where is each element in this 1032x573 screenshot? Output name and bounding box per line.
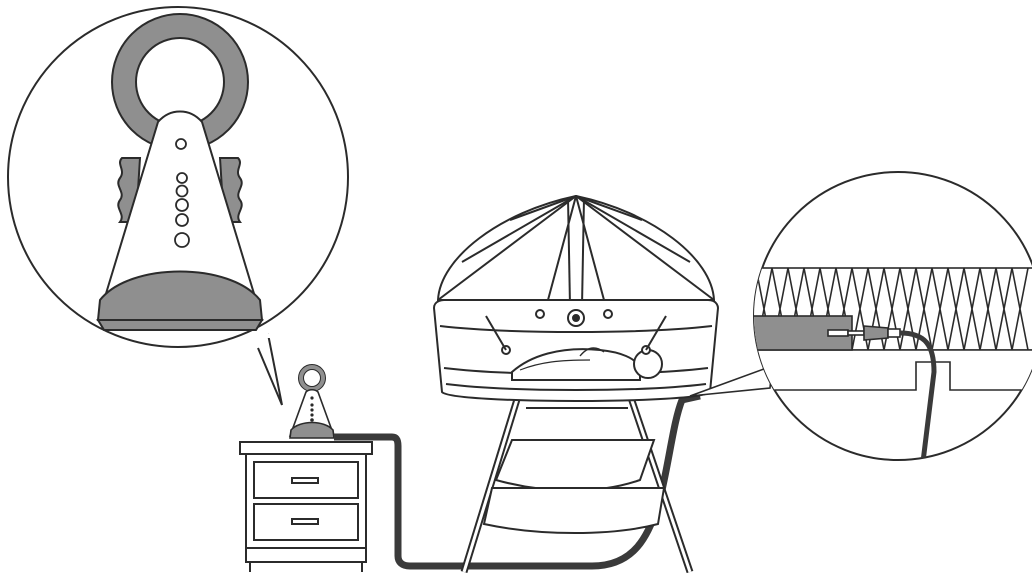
monitor-level-light <box>177 186 188 197</box>
drawer-handle <box>292 519 318 524</box>
bassinet-base-board <box>740 350 1032 390</box>
monitor-level-light <box>175 233 189 247</box>
baby-monitor <box>290 367 334 438</box>
frame-joint <box>604 310 612 318</box>
nightstand-top <box>240 442 372 454</box>
sensor-pad-closeup-callout <box>690 172 1032 470</box>
sensor-connector <box>828 330 848 336</box>
monitor-closeup-callout <box>8 7 348 405</box>
bassinet <box>434 196 718 572</box>
frame-joint <box>536 310 544 318</box>
bassinet-storage-net <box>484 488 664 533</box>
drawer-handle <box>292 478 318 483</box>
monitor-level-light <box>177 173 187 183</box>
bassinet-lower-panel <box>496 440 654 491</box>
monitor-base-edge <box>98 320 262 330</box>
sensor-plug-tip <box>848 331 864 335</box>
monitor-callout-pointer <box>258 334 282 405</box>
nightstand <box>240 442 372 572</box>
monitor-level-light <box>176 199 188 211</box>
bassinet-canopy <box>438 196 714 300</box>
sensor-plug <box>864 326 888 340</box>
monitor-power-light <box>176 139 186 149</box>
monitor-level-light <box>176 214 188 226</box>
